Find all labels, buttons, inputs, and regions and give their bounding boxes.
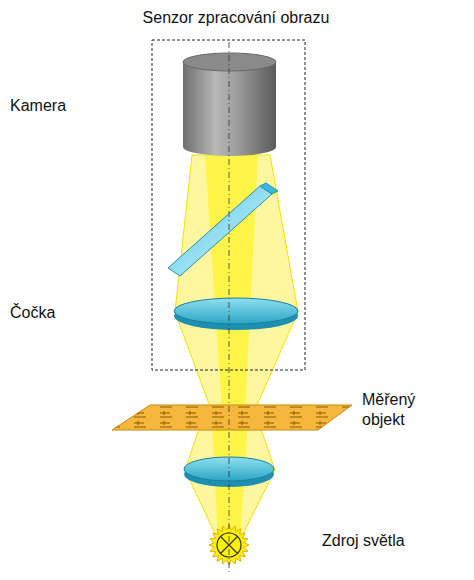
beam-splitter [168, 183, 278, 276]
sensor-housing [152, 40, 305, 370]
part-label: Zdroj světla [322, 531, 405, 551]
diagram-title: Senzor zpracování obrazu [143, 8, 330, 28]
part-label: Kamera [10, 96, 66, 116]
measured-object [112, 405, 352, 430]
lens [174, 298, 298, 330]
part-label: Čočka [10, 303, 55, 323]
camera [183, 53, 276, 156]
light-beam-core [205, 155, 258, 412]
optical-axis [229, 42, 230, 575]
part-label: Měřený objekt [362, 390, 462, 430]
